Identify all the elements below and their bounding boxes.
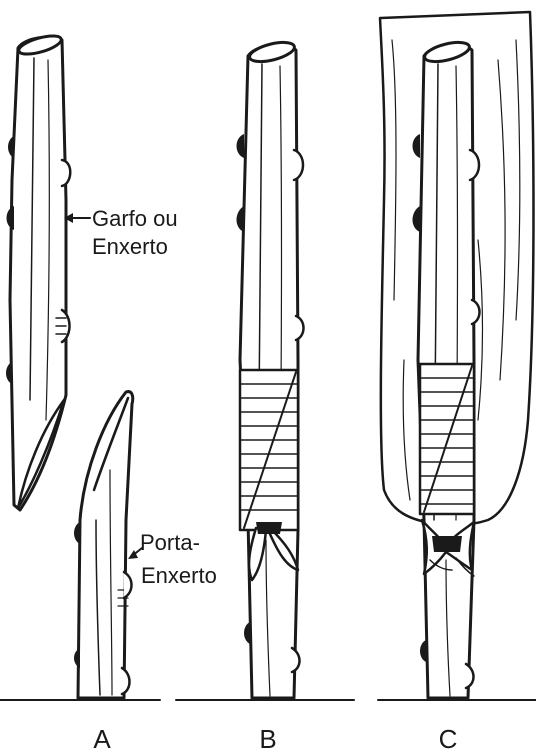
rootstock-label: Porta- Enxerto xyxy=(128,530,217,588)
scion-cutting xyxy=(6,32,70,510)
caption-a: A xyxy=(93,724,111,754)
scion-label: Garfo ou Enxerto xyxy=(64,206,178,259)
scion-label-text: Garfo ou xyxy=(92,206,178,231)
panel-a: Garfo ou Enxerto Porta- Enxerto xyxy=(6,32,217,698)
grafted-stem-b xyxy=(237,39,304,698)
panel-c xyxy=(380,12,534,698)
rootstock-label-text-2: Enxerto xyxy=(141,563,217,588)
scion-label-text-2: Enxerto xyxy=(92,234,168,259)
captions: A B C xyxy=(93,724,457,754)
tape-wrap-c xyxy=(420,364,474,514)
rootstock-label-text: Porta- xyxy=(140,530,200,555)
rootstock-a xyxy=(74,392,133,698)
caption-b: B xyxy=(259,724,276,754)
caption-c: C xyxy=(439,724,458,754)
panel-b xyxy=(237,39,304,698)
